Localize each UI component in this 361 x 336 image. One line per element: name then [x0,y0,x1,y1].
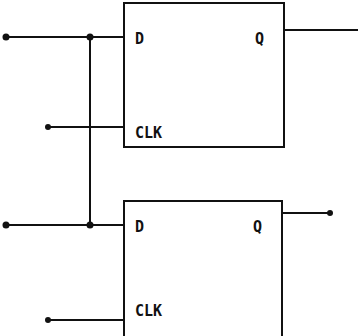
q-pin-label: Q [253,220,262,235]
d-pin-label: D [135,32,144,47]
clk-pin-label: CLK [135,304,162,319]
flip-flop-box: D Q CLK [123,200,283,336]
d-pin-label: D [135,220,144,235]
q-pin-label: Q [255,32,264,47]
clk-pin-label: CLK [135,126,162,141]
flip-flop-box: D Q CLK [123,2,285,148]
